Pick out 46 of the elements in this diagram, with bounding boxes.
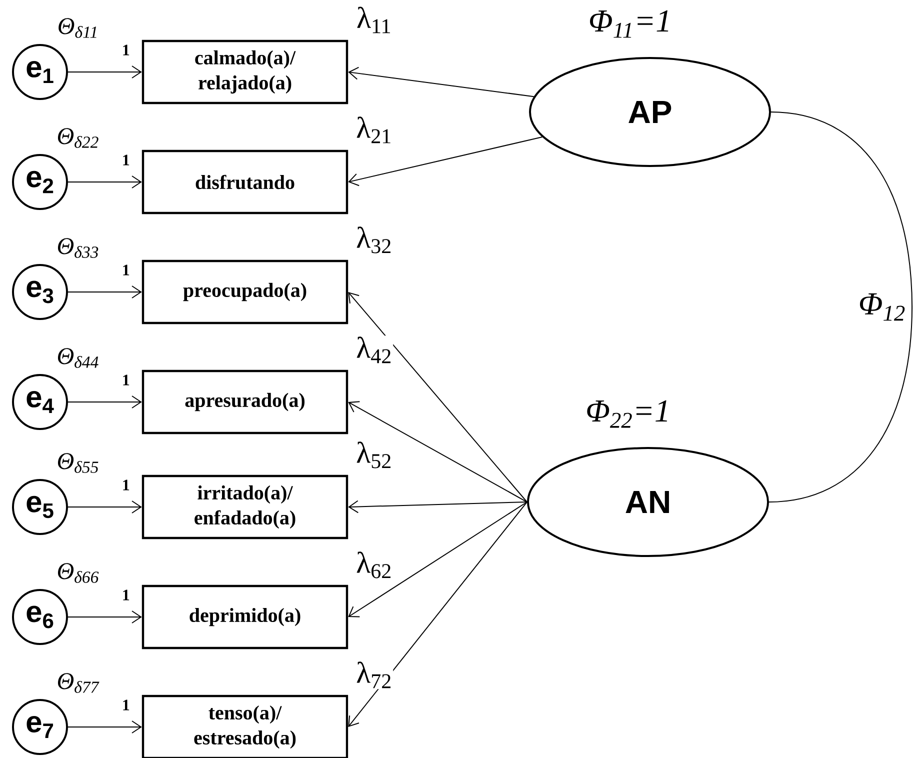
edge-label: 1 xyxy=(123,44,130,56)
edge-label: λ$_{62}$ xyxy=(356,552,390,578)
variance-label: Θ$_{δ55}$ xyxy=(58,453,98,473)
covariance-curve xyxy=(768,112,912,502)
arrow xyxy=(348,500,528,514)
edge-label: 1 xyxy=(123,590,130,600)
edge-label: λ$_{52}$ xyxy=(356,442,390,468)
edge-label: 1 xyxy=(123,480,130,490)
indicator-box: tenso(a)/ estresado(a) xyxy=(142,694,348,758)
variance-label: Θ$_{δ22}$ xyxy=(58,128,98,148)
edge-label: λ$_{21}$ xyxy=(356,116,390,144)
edge-label: 1 xyxy=(123,154,130,166)
variance-label: Θ$_{δ44}$ xyxy=(58,348,98,368)
arrow xyxy=(348,401,528,502)
edge-label: λ$_{11}$ xyxy=(357,6,390,34)
edge-label: 1 xyxy=(123,264,130,276)
indicator-box: preocupado(a) xyxy=(142,260,348,324)
arrow xyxy=(348,502,528,618)
arrow xyxy=(348,292,528,502)
arrow xyxy=(68,500,142,514)
edge-label: λ$_{32}$ xyxy=(356,226,390,254)
variance-label: Θ$_{δ66}$ xyxy=(58,563,99,583)
variance-label: Φ$_{11}$=1 xyxy=(590,10,668,38)
arrow xyxy=(68,610,142,624)
edge-label: 1 xyxy=(123,374,130,386)
arrow xyxy=(68,176,142,188)
indicator-box: deprimido(a) xyxy=(142,584,348,650)
variance-label: Φ$_{22}$=1 xyxy=(587,400,667,428)
arrow xyxy=(348,502,528,728)
arrow xyxy=(68,286,142,298)
indicator-box: disfrutando xyxy=(142,150,348,214)
edge-label: Φ$_{12}$ xyxy=(860,293,905,321)
edge-label: 1 xyxy=(123,700,130,710)
edge-label: λ$_{42}$ xyxy=(356,336,390,364)
indicator-box: irritado(a)/ enfadado(a) xyxy=(142,474,348,540)
arrow xyxy=(68,720,142,734)
arrow xyxy=(348,66,534,98)
indicator-box: apresurado(a) xyxy=(142,370,348,434)
arrow xyxy=(348,136,543,186)
arrow xyxy=(68,396,142,408)
arrow xyxy=(68,66,142,78)
variance-label: Θ$_{δ33}$ xyxy=(58,238,98,258)
edge-label: λ$_{72}$ xyxy=(356,662,390,688)
variance-label: Θ$_{δ77}$ xyxy=(58,673,100,693)
variance-label: Θ$_{δ11}$ xyxy=(58,18,96,38)
indicator-box: calmado(a)/ relajado(a) xyxy=(142,40,348,104)
